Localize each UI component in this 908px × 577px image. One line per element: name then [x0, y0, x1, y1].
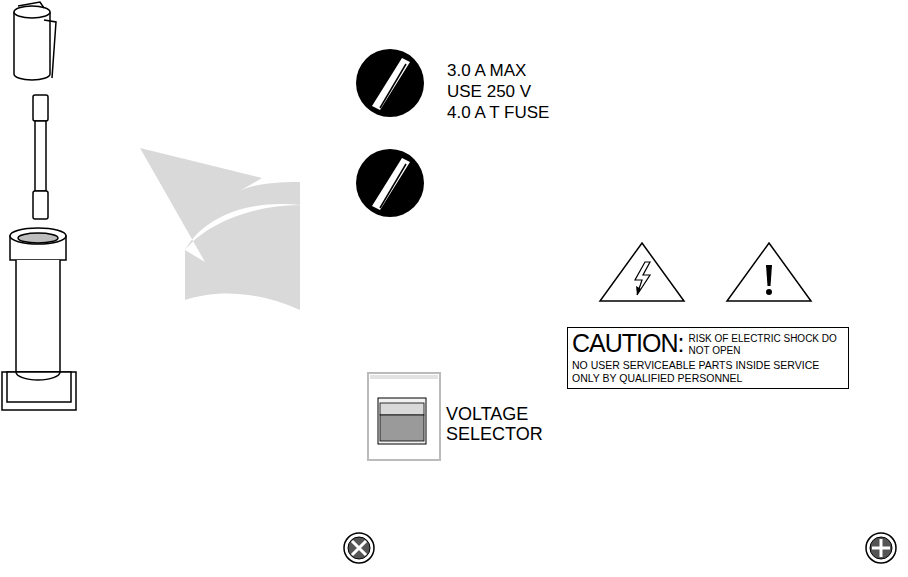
shock-warning-symbol	[600, 243, 684, 301]
caution-text: NO USER SERVICEABLE PARTS INSIDE SERVICE…	[572, 359, 824, 384]
fuse-holder-knob	[356, 49, 424, 117]
fuse-holder-knob	[356, 149, 424, 217]
fuse-cap	[14, 2, 56, 80]
caution-heading: CAUTION:	[572, 331, 683, 356]
caution-symbol	[727, 243, 811, 301]
selector-label: VOLTAGE SELECTOR	[446, 405, 543, 445]
panel-screw	[866, 533, 896, 563]
fuse-rating: USE 250 V	[447, 83, 531, 102]
fuse-holder	[2, 228, 76, 410]
panel-screw	[344, 533, 374, 563]
fuse-rating: 4.0 A T FUSE	[447, 104, 549, 123]
caution-box: CAUTION:RISK OF ELECTRIC SHOCK DO NOT OP…	[567, 327, 849, 389]
fuse-rating: 3.0 A MAX	[447, 62, 526, 81]
voltage-selector-switch	[368, 373, 440, 460]
curved-arrow	[140, 148, 300, 310]
caution-text: RISK OF ELECTRIC SHOCK DO NOT OPEN	[688, 333, 840, 357]
caution-heading-row: CAUTION:RISK OF ELECTRIC SHOCK DO NOT OP…	[572, 331, 843, 357]
fuse-glass	[33, 95, 48, 219]
